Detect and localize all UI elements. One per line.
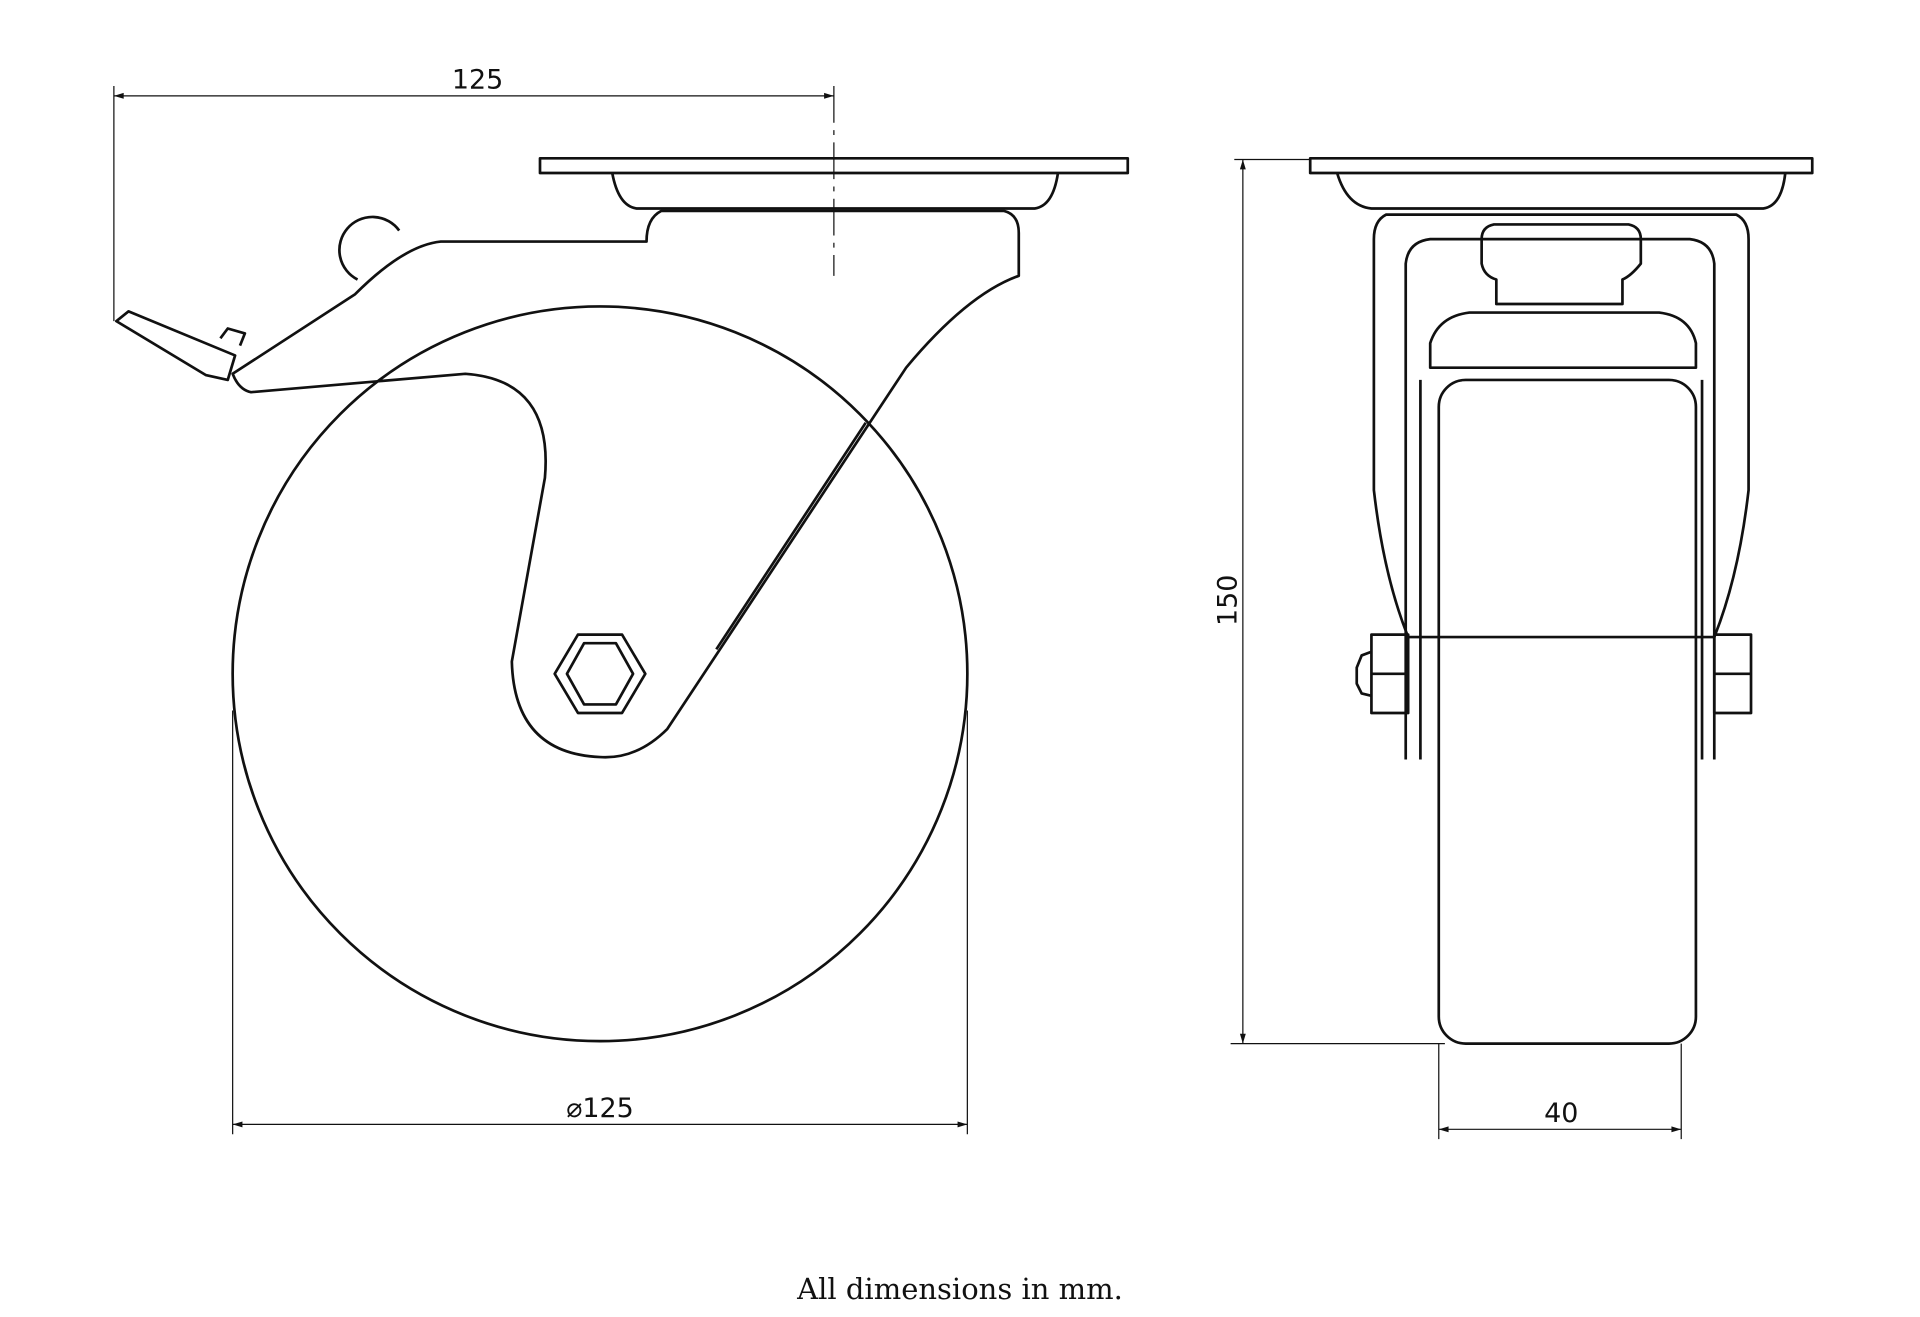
height-dimension-label: 150: [1213, 575, 1244, 626]
fork-body: [1372, 213, 1750, 639]
brake-pedal: [114, 310, 237, 382]
brake-ring: [338, 215, 401, 281]
brake-shoe: [1428, 311, 1698, 370]
axle-end: [1355, 650, 1372, 698]
offset-dimension-label: 125: [452, 65, 503, 96]
axle-nut-inner: [565, 641, 635, 706]
dimensions-note: All dimensions in mm.: [797, 1272, 1123, 1306]
top-plate: [1308, 156, 1814, 175]
fork-leg: [1404, 237, 1716, 760]
axle-nut: [553, 633, 647, 715]
fork-edge: [715, 422, 867, 651]
top-plate: [538, 156, 1130, 175]
plate-pan: [610, 172, 1060, 210]
brake-pad: [1480, 223, 1643, 306]
wheel: [231, 305, 969, 1043]
width-dimension-label: 40: [1544, 1098, 1578, 1129]
front-view: 150 40: [1213, 156, 1814, 1140]
brake-lever: [219, 327, 247, 347]
fork-housing: [231, 209, 1021, 759]
plate-pan: [1335, 172, 1787, 210]
diameter-dimension-label: ⌀125: [566, 1093, 634, 1124]
wheel-tread: [1437, 378, 1698, 1045]
side-view: 125 ⌀125: [113, 65, 1130, 1135]
